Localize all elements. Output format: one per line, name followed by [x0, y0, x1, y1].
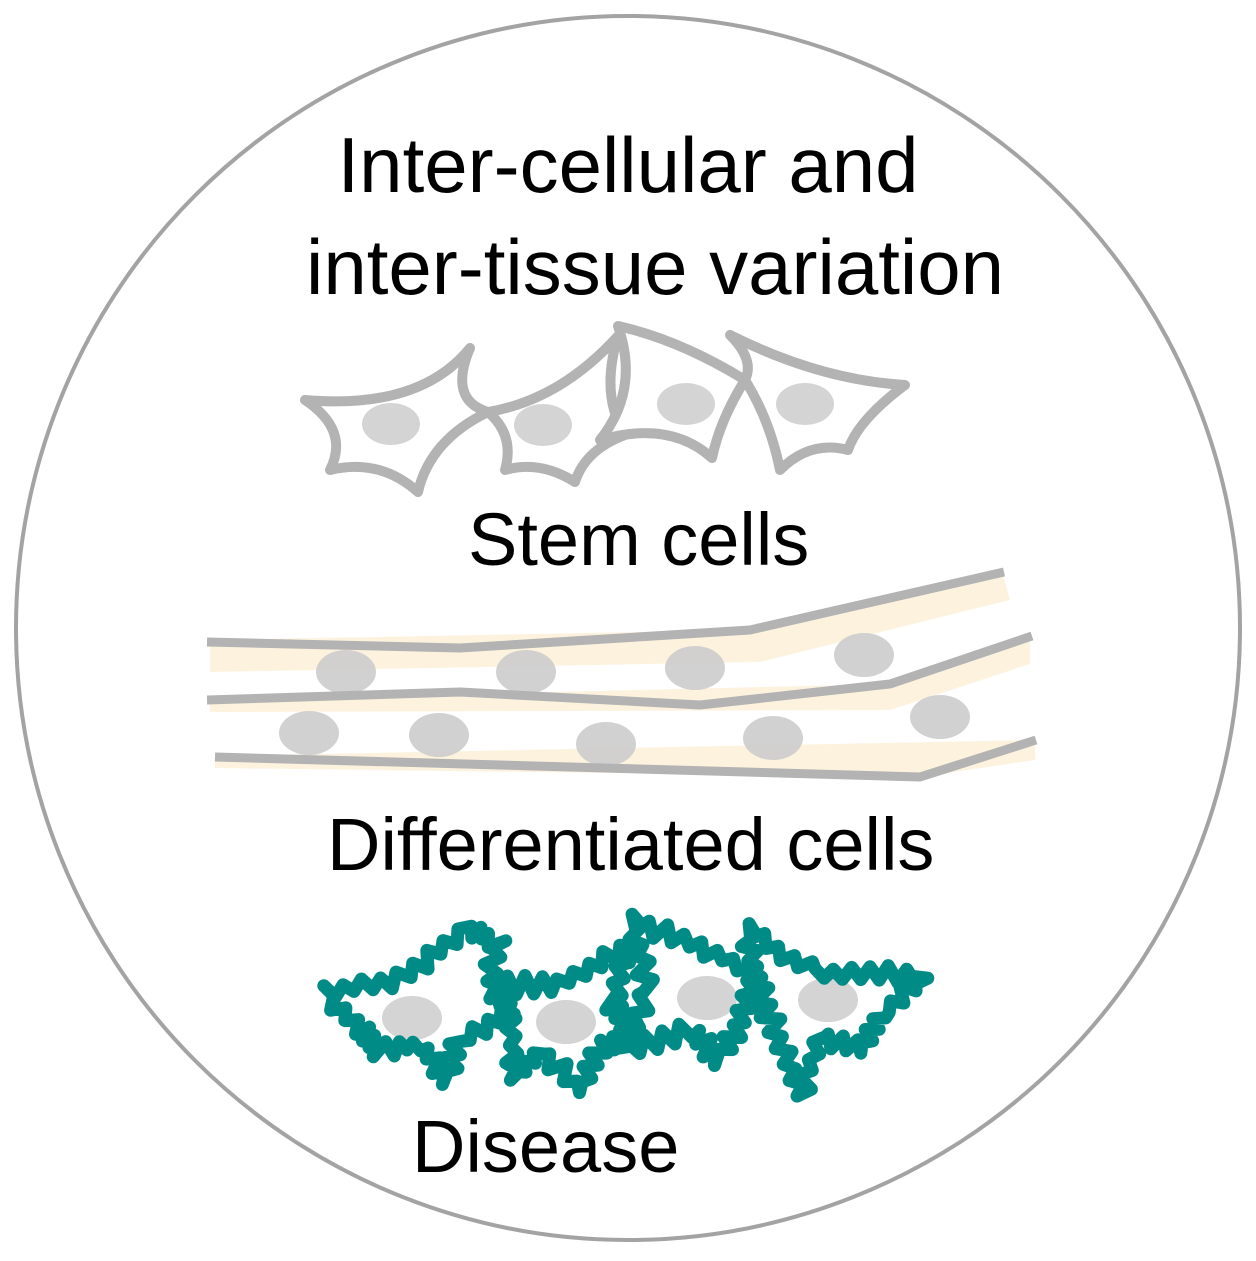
stem-cell-4-nucleus: [776, 383, 834, 425]
stem-cell-1-nucleus: [362, 403, 420, 445]
disease-cell-3: [610, 907, 769, 1072]
stem-cell-2-nucleus: [514, 404, 572, 446]
stem-cells-illustration: [300, 321, 910, 497]
diff-nucleus: [665, 646, 725, 690]
diff-nucleus: [743, 716, 803, 760]
disease-cells-illustration: [317, 907, 935, 1103]
diff-nuclei: [279, 633, 970, 766]
diff-nucleus: [316, 650, 376, 694]
stem-cells-label: Stem cells: [468, 498, 810, 581]
differentiated-cells-label: Differentiated cells: [327, 803, 935, 886]
diagram-title-line-1: Inter-cellular and: [337, 121, 919, 209]
diff-membrane-2: [206, 631, 1034, 710]
diff-membrane-1: [206, 567, 1006, 653]
differentiated-cells-illustration: [206, 567, 1038, 782]
disease-nucleus: [798, 978, 858, 1022]
diff-membrane-3: [214, 735, 1038, 782]
diff-nucleus: [834, 633, 894, 677]
disease-nucleus: [536, 1000, 596, 1044]
outer-circle: [14, 14, 1242, 1242]
disease-nucleus: [382, 996, 442, 1040]
diff-nucleus: [910, 695, 970, 739]
diff-nucleus: [279, 711, 339, 755]
stem-cell-3-nucleus: [657, 383, 715, 425]
diagram-title-line-2: inter-tissue variation: [306, 223, 1004, 311]
disease-nucleus: [677, 976, 737, 1020]
diff-nucleus: [576, 722, 636, 766]
diff-nucleus: [496, 650, 556, 694]
disease-label: Disease: [412, 1105, 680, 1188]
diff-nucleus: [409, 713, 469, 757]
disease-cell-4: [734, 917, 935, 1103]
